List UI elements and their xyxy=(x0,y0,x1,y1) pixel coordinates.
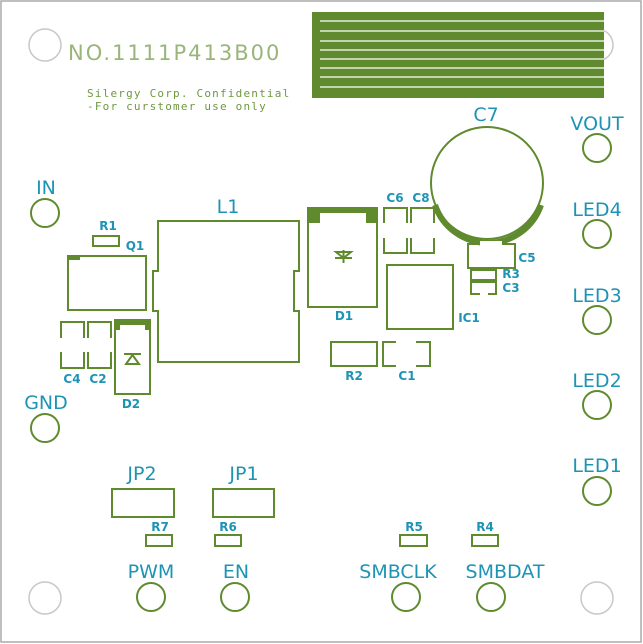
label-in: IN xyxy=(36,177,56,199)
diode-d1 xyxy=(307,207,378,308)
label-d2: D2 xyxy=(122,397,140,411)
pad-gnd[interactable] xyxy=(30,413,60,443)
label-c8: C8 xyxy=(412,191,429,205)
ic-ic1 xyxy=(386,264,454,330)
mounting-hole xyxy=(28,28,62,62)
label-r1: R1 xyxy=(99,219,117,233)
label-r6: R6 xyxy=(219,520,237,534)
label-jp2: JP2 xyxy=(126,463,156,485)
label-led3: LED3 xyxy=(572,285,621,307)
resistor-r3 xyxy=(470,269,497,281)
label-pwm: PWM xyxy=(128,561,175,583)
label-ic1: IC1 xyxy=(458,311,480,325)
label-smbclk: SMBCLK xyxy=(359,561,437,583)
label-led2: LED2 xyxy=(572,370,621,392)
resistor-r4 xyxy=(471,534,499,547)
label-c4: C4 xyxy=(63,372,80,386)
label-d1: D1 xyxy=(335,309,353,323)
label-c1: C1 xyxy=(398,369,415,383)
part-number: NO.1111P413B00 xyxy=(68,41,281,65)
resistor-r1 xyxy=(92,235,120,247)
label-c2: C2 xyxy=(89,372,106,386)
pad-led4[interactable] xyxy=(582,219,612,249)
barcode-block xyxy=(312,12,604,98)
resistor-r6 xyxy=(214,534,242,547)
label-c3: C3 xyxy=(502,281,519,295)
pad-led1[interactable] xyxy=(582,476,612,506)
label-r2: R2 xyxy=(345,369,363,383)
label-r7: R7 xyxy=(151,520,169,534)
label-r4: R4 xyxy=(476,520,494,534)
label-gnd: GND xyxy=(24,392,68,414)
pad-led3[interactable] xyxy=(582,305,612,335)
label-en: EN xyxy=(223,561,249,583)
pad-in[interactable] xyxy=(30,198,60,228)
label-led1: LED1 xyxy=(572,455,621,477)
label-c7: C7 xyxy=(473,104,498,126)
mounting-hole xyxy=(28,581,62,615)
pad-smbdat[interactable] xyxy=(476,582,506,612)
diode-d2 xyxy=(114,319,151,395)
mounting-hole xyxy=(580,581,614,615)
pad-smbclk[interactable] xyxy=(391,582,421,612)
pad-led2[interactable] xyxy=(582,390,612,420)
jumper-jp1[interactable] xyxy=(212,488,275,518)
resistor-r7 xyxy=(145,534,173,547)
pad-pwm[interactable] xyxy=(136,582,166,612)
jumper-jp2[interactable] xyxy=(111,488,175,518)
confidential-line1: Silergy Corp. Confidential xyxy=(87,87,290,100)
label-c5: C5 xyxy=(518,251,535,265)
label-smbdat: SMBDAT xyxy=(466,561,545,583)
label-led4: LED4 xyxy=(572,199,621,221)
transistor-q1 xyxy=(67,255,147,311)
label-r3: R3 xyxy=(502,267,520,281)
label-l1: L1 xyxy=(217,196,240,218)
pad-en[interactable] xyxy=(220,582,250,612)
inductor-l1 xyxy=(152,220,300,363)
label-r5: R5 xyxy=(405,520,423,534)
pad-vout[interactable] xyxy=(582,133,612,163)
resistor-r5 xyxy=(399,534,428,547)
label-q1: Q1 xyxy=(126,239,145,253)
label-jp1: JP1 xyxy=(228,463,258,485)
label-vout: VOUT xyxy=(570,113,624,135)
label-c6: C6 xyxy=(386,191,403,205)
resistor-r2 xyxy=(330,341,378,367)
confidential-line2: -For curstomer use only xyxy=(87,100,267,113)
